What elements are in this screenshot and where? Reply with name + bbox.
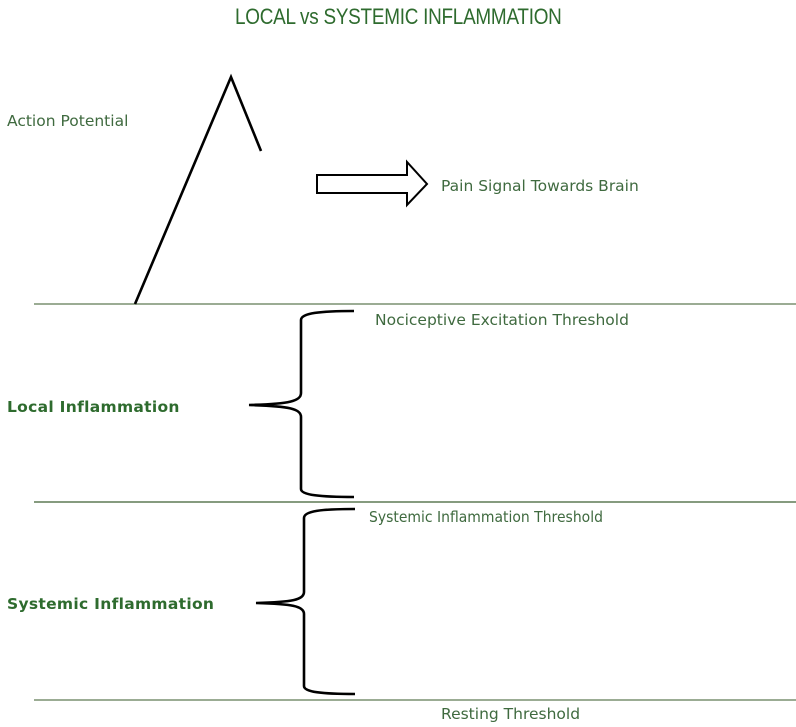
systemic-threshold-label: Systemic Inflammation Threshold: [369, 508, 603, 526]
action-potential-label: Action Potential: [7, 112, 129, 130]
diagram-title: LOCAL vs SYSTEMIC INFLAMMATION: [235, 4, 562, 29]
nociceptive-threshold-label: Nociceptive Excitation Threshold: [375, 311, 629, 329]
resting-threshold-label: Resting Threshold: [441, 705, 581, 723]
pain-signal-label: Pain Signal Towards Brain: [441, 177, 639, 195]
systemic-inflammation-brace-icon: [255, 507, 356, 696]
local-inflammation-brace-icon: [248, 309, 355, 499]
local-inflammation-label: Local Inflammation: [7, 398, 180, 416]
systemic-inflammation-label: Systemic Inflammation: [7, 595, 215, 613]
pain-signal-arrow-icon: [316, 159, 429, 208]
action-potential-spike: [133, 73, 263, 305]
